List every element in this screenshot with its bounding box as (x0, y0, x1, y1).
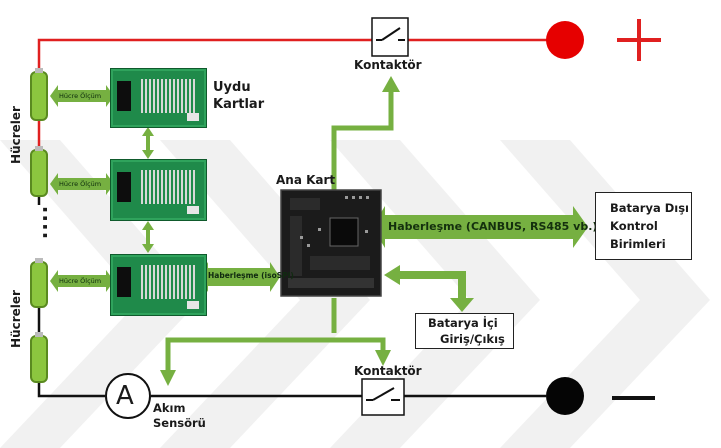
internal-box-line-1: Batarya İçi (428, 316, 498, 330)
current-sensor-label-1: Akım (153, 401, 186, 415)
isospi-label: Haberleşme (isoSPI) (208, 271, 294, 280)
main-board (280, 189, 382, 297)
cell-measure-arrows (50, 85, 114, 292)
current-sensor-label-2: Sensörü (153, 416, 206, 430)
battery-cells (30, 68, 48, 383)
satellite-boards-title-1: Uydu (213, 80, 251, 95)
negative-rail (37, 380, 546, 398)
can-label: Haberleşme (CANBUS, RS485 vb.) (388, 220, 598, 233)
contactor-top-symbol (371, 17, 409, 57)
cell-1 (30, 68, 48, 121)
plus-symbol (617, 19, 661, 61)
cell-4 (30, 332, 48, 383)
cell-2 (30, 146, 48, 197)
current-sensor-symbol (105, 373, 151, 419)
external-box-line-3: Birimleri (610, 237, 666, 251)
external-control-units-box: Batarya Dışı Kontrol Birimleri (595, 192, 692, 260)
satellite-board-3 (110, 254, 207, 316)
cell-measure-label-2: Hücre Ölçüm (59, 180, 102, 188)
satellite-boards-title-2: Kartlar (213, 97, 265, 112)
main-board-title: Ana Kart (276, 173, 336, 187)
external-box-line-2: Kontrol (610, 219, 658, 233)
cells-ellipsis: .... (28, 204, 52, 240)
cell-measure-label-1: Hücre Ölçüm (59, 92, 102, 100)
control-arrows (142, 76, 474, 386)
cell-3 (30, 258, 48, 308)
ammeter-symbol-label: A (116, 381, 134, 411)
satellite-board-1 (110, 68, 207, 128)
internal-io-box: Batarya İçi Giriş/Çıkış (415, 313, 514, 349)
contactor-bottom-label: Kontaktör (354, 364, 422, 378)
negative-terminal (546, 377, 584, 415)
positive-terminal (546, 21, 584, 59)
cell-measure-label-3: Hücre Ölçüm (59, 277, 102, 285)
cells-label-top: Hücreler (9, 106, 23, 164)
external-box-line-1: Batarya Dışı (610, 201, 689, 215)
cells-label-bottom: Hücreler (9, 290, 23, 348)
contactor-bottom-symbol (361, 378, 405, 416)
internal-box-line-2: Giriş/Çıkış (440, 332, 505, 346)
satellite-board-2 (110, 159, 207, 221)
contactor-top-label: Kontaktör (354, 58, 422, 72)
